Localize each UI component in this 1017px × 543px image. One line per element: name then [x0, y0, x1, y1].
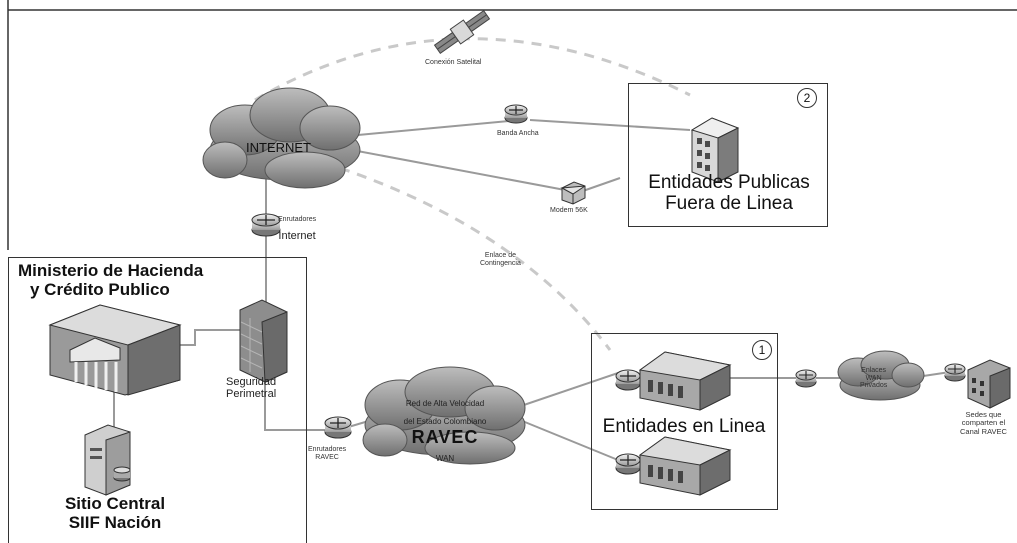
internet-cloud — [202, 87, 361, 189]
contingency-label-line1: Enlace de — [484, 252, 516, 259]
ravec-routers-label-line1: Enrutadores — [308, 446, 347, 453]
online-entity-building-1-icon — [638, 351, 732, 411]
security-label-line2: Perimetral — [226, 388, 277, 401]
ravec-routers-label-line2: RAVEC — [315, 453, 339, 461]
private-wan-label-line3: Privados — [860, 382, 888, 390]
contingency-arc — [339, 166, 612, 351]
online-entities-badge: 1 — [752, 340, 772, 360]
ravec-name: RAVEC — [411, 427, 479, 448]
router-entity1-icon — [615, 369, 641, 391]
security-label-line1: Seguridad — [226, 376, 277, 388]
ravec-cloud — [362, 366, 526, 465]
router-entity2-icon — [615, 453, 641, 475]
link-ravec-entity2 — [514, 417, 619, 461]
link-internet-broadband — [357, 119, 521, 136]
router-broadband-icon — [504, 104, 528, 124]
ravec-line2: del Estado Colombiano — [403, 416, 487, 426]
private-wan-label-line1: Enlaces — [861, 367, 887, 374]
private-wan-label: Enlaces WAN Privados — [860, 367, 887, 390]
offline-entities-title: Entidades Publicas Fuera de Linea — [634, 172, 824, 215]
broadband-label: Banda Ancha — [497, 130, 539, 137]
server-icon — [84, 424, 131, 496]
online-entity-building-2-icon — [638, 436, 732, 496]
private-wan-label-line2: WAN — [865, 374, 882, 382]
ravec-wan: WAN — [435, 453, 455, 463]
internet-routers-label-line2: Internet — [278, 229, 316, 242]
ravec-line1: Red de Alta Velocidad — [405, 399, 485, 408]
router-remote-icon — [944, 363, 966, 382]
ministry-title-line1: Ministerio de Hacienda — [18, 261, 204, 280]
online-entities-title: Entidades en Linea — [602, 416, 766, 437]
router-ravec-icon — [324, 416, 352, 439]
connection-lines — [113, 119, 951, 461]
central-site-label: Sitio Central SIIF Nación — [45, 494, 185, 532]
remote-sites-label-line3: Canal RAVEC — [960, 426, 1007, 436]
remote-sites-label-line2: comparten el — [961, 418, 1006, 428]
link-internet-modem — [351, 149, 566, 191]
ministry-building-icon — [48, 304, 182, 396]
remote-sites-label: Sedes que comparten el Canal RAVEC — [960, 410, 1007, 436]
ministry-box — [8, 257, 307, 543]
satellite-arc — [254, 37, 691, 102]
remote-sites-label-line1: Sedes que — [965, 410, 1002, 419]
security-label: Seguridad Perimetral — [226, 376, 276, 400]
modem-label: Modem 56K — [550, 207, 588, 214]
router-private-icon — [795, 369, 817, 388]
online-entities-box — [591, 333, 778, 510]
link-modem-entities — [579, 177, 621, 193]
satellite-icon — [433, 10, 491, 54]
internet-routers-label-line1: Enrutadores — [278, 216, 317, 223]
offline-entities-title-line1: Entidades Publicas — [648, 172, 810, 193]
link-ravec-entity1 — [514, 372, 619, 409]
ravec-routers-label: Enrutadores RAVEC — [308, 446, 346, 461]
router-internet-icon — [251, 213, 281, 237]
offline-entities-building-icon — [690, 117, 740, 183]
link-broadband-entities — [529, 119, 691, 131]
central-site-label-line1: Sitio Central — [64, 494, 166, 513]
firewall-icon — [239, 299, 288, 383]
ravec-cloud-label: Red de Alta Velocidad del Estado Colombi… — [370, 393, 520, 466]
offline-entities-badge: 2 — [797, 88, 817, 108]
ministry-title-line2: y Crédito Publico — [30, 279, 170, 299]
link-firewall-ravec-router — [264, 375, 330, 431]
internet-routers-label: Enrutadores Internet — [278, 208, 316, 243]
offline-entities-box — [628, 83, 828, 227]
private-wan-cloud — [837, 350, 925, 401]
link-ministry-firewall — [180, 329, 240, 346]
contingency-label: Enlace de Contingencia — [480, 252, 521, 267]
central-site-label-line2: SIIF Nación — [68, 512, 162, 532]
ministry-title: Ministerio de Hacienda y Crédito Publico — [18, 261, 258, 299]
offline-entities-title-line2: Fuera de Linea — [665, 192, 793, 214]
contingency-label-line2: Contingencia — [480, 259, 521, 267]
remote-sites-building-icon — [967, 359, 1011, 409]
modem-icon — [560, 181, 586, 205]
internet-label: INTERNET — [246, 140, 311, 155]
satellite-label: Conexión Satelital — [425, 59, 482, 66]
